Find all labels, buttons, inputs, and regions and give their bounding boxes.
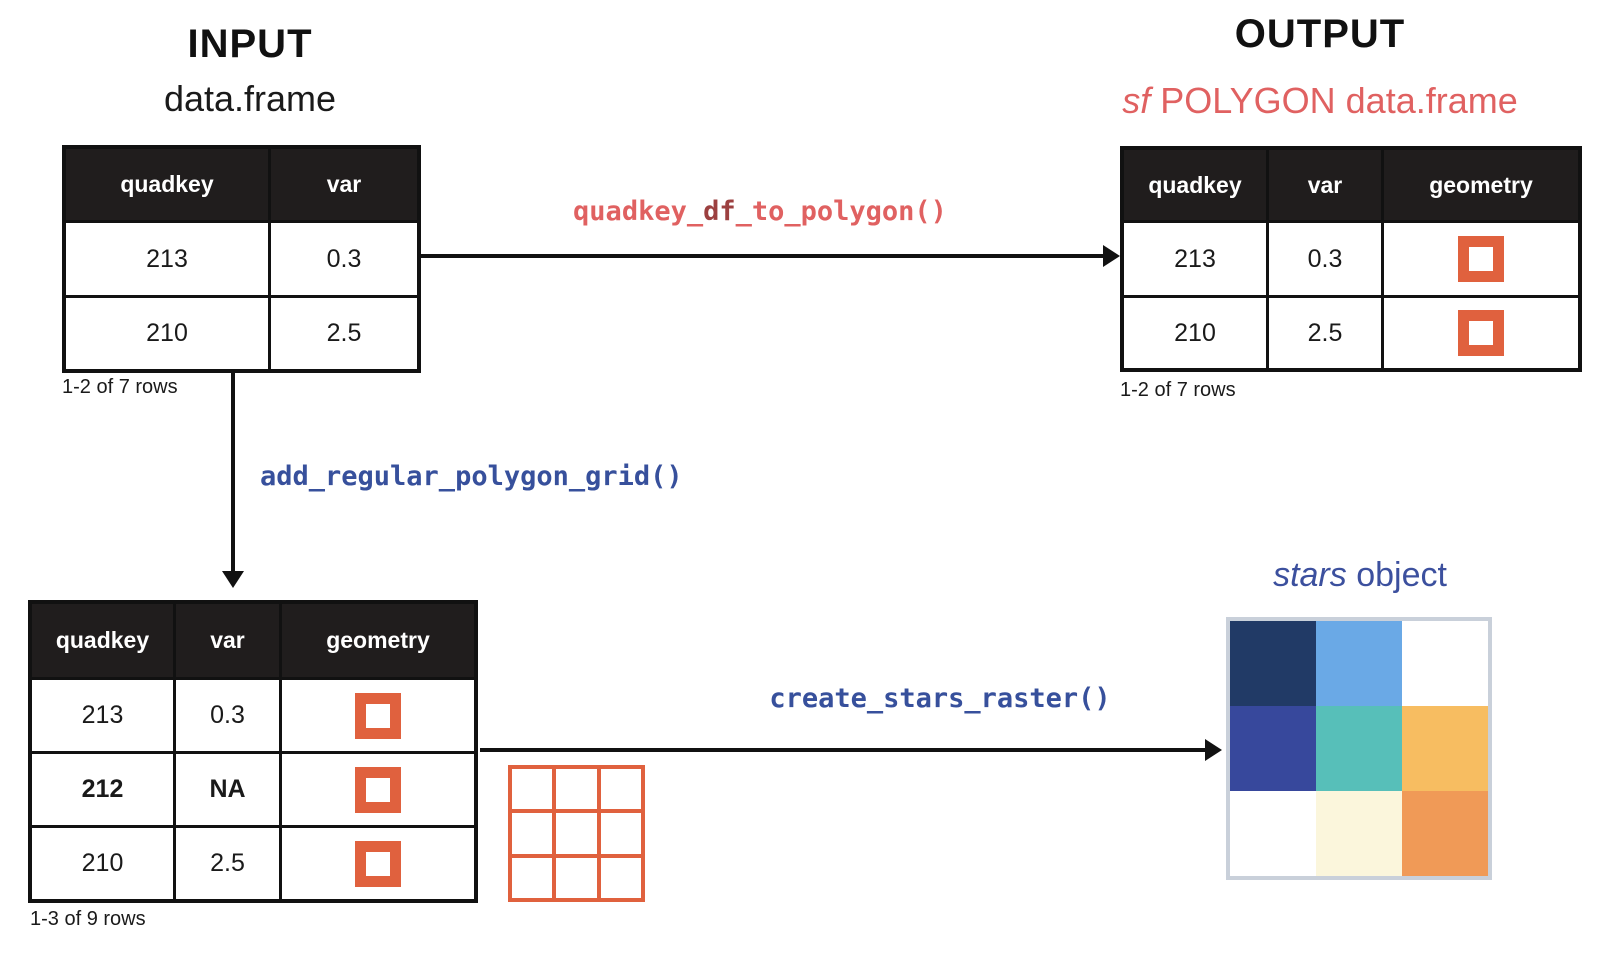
orange-square-polygon-icon	[355, 692, 401, 739]
grid-table-header-var: var	[176, 604, 279, 677]
raster-cell	[1402, 791, 1488, 876]
polygon-grid-cell	[598, 811, 643, 856]
stars-label-rest: object	[1346, 556, 1447, 594]
raster-cell	[1316, 621, 1402, 706]
output-sf-polygon-table: quadkey var geometry 213 0.3 210 2.5	[1120, 146, 1582, 372]
input-table-cell: 213	[66, 223, 268, 295]
raster-cell	[1402, 621, 1488, 706]
polygon-grid-cell	[554, 811, 599, 856]
output-table-cell: 213	[1124, 223, 1266, 295]
output-table-cell: 210	[1124, 298, 1266, 368]
output-table-header-geometry: geometry	[1384, 150, 1578, 220]
function-label-quadkey-df-to-polygon: quadkey_df_to_polygon()	[420, 196, 1100, 227]
raster-cell	[1230, 621, 1316, 706]
grid-table-cell-geometry	[282, 680, 474, 751]
output-subtitle-rest: POLYGON data.frame	[1150, 80, 1518, 121]
grid-table-cell-na-row: NA	[176, 754, 279, 825]
polygon-grid-cell	[554, 767, 599, 812]
output-table-cell-geometry	[1384, 298, 1578, 368]
raster-cell	[1230, 791, 1316, 876]
output-title: OUTPUT	[1234, 12, 1406, 56]
arrow-gridtable-to-stars	[480, 748, 1206, 752]
grid-table-header-quadkey: quadkey	[32, 604, 173, 677]
input-title: INPUT	[187, 22, 313, 66]
polygon-grid-cell	[598, 855, 643, 900]
regular-polygon-grid-icon	[508, 765, 645, 902]
fn-segment-highlight: df	[703, 196, 736, 227]
grid-table-cell-geometry	[282, 828, 474, 899]
input-table-cell: 210	[66, 298, 268, 369]
arrow-input-to-output	[418, 254, 1104, 258]
grid-table-cell-na-row: 212	[32, 754, 173, 825]
output-table-cell: 2.5	[1269, 298, 1381, 368]
raster-cell	[1230, 706, 1316, 791]
polygon-grid-cell	[510, 811, 555, 856]
function-label-add-regular-polygon-grid: add_regular_polygon_grid()	[260, 461, 683, 492]
stars-label-italic: stars	[1273, 556, 1347, 594]
polygon-grid-cell	[598, 767, 643, 812]
output-table-caption: 1-2 of 7 rows	[1120, 379, 1236, 401]
fn-segment: _to_polygon()	[735, 196, 947, 227]
stars-object-label: stars object	[1210, 556, 1510, 595]
polygon-grid-cell	[510, 767, 555, 812]
input-table-caption: 1-2 of 7 rows	[62, 376, 178, 398]
grid-table-cell: 0.3	[176, 680, 279, 751]
function-label-create-stars-raster: create_stars_raster()	[769, 683, 1111, 714]
orange-square-polygon-icon	[355, 840, 401, 887]
grid-table-cell: 210	[32, 828, 173, 899]
raster-cell	[1316, 791, 1402, 876]
fn-segment: quadkey_	[573, 196, 704, 227]
input-table-header-quadkey: quadkey	[66, 149, 268, 220]
arrowhead-right-icon	[1205, 739, 1222, 761]
grid-table-caption: 1-3 of 9 rows	[30, 908, 146, 930]
polygon-grid-table: quadkey var geometry 213 0.3 212 NA 210 …	[28, 600, 478, 903]
orange-square-polygon-icon	[355, 766, 401, 813]
output-subtitle: sf POLYGON data.frame	[1070, 80, 1570, 122]
arrowhead-right-icon	[1103, 245, 1120, 267]
polygon-grid-cell	[510, 855, 555, 900]
raster-cell	[1316, 706, 1402, 791]
output-table-header-quadkey: quadkey	[1124, 150, 1266, 220]
arrow-input-to-gridtable	[231, 373, 235, 573]
polygon-grid-cell	[554, 855, 599, 900]
raster-cell	[1402, 706, 1488, 791]
orange-square-polygon-icon	[1458, 310, 1504, 356]
grid-table-cell: 213	[32, 680, 173, 751]
output-subtitle-sf: sf	[1122, 80, 1151, 121]
grid-table-cell: 2.5	[176, 828, 279, 899]
input-table-header-var: var	[271, 149, 417, 220]
arrowhead-down-icon	[222, 571, 244, 588]
output-table-cell-geometry	[1384, 223, 1578, 295]
input-table-cell: 2.5	[271, 298, 417, 369]
input-dataframe-table: quadkey var 213 0.3 210 2.5	[62, 145, 421, 373]
grid-table-cell-geometry	[282, 754, 474, 825]
input-table-cell: 0.3	[271, 223, 417, 295]
grid-table-header-geometry: geometry	[282, 604, 474, 677]
input-subtitle: data.frame	[163, 78, 337, 119]
stars-raster	[1226, 617, 1492, 880]
orange-square-polygon-icon	[1458, 236, 1504, 282]
output-table-header-var: var	[1269, 150, 1381, 220]
output-table-cell: 0.3	[1269, 223, 1381, 295]
